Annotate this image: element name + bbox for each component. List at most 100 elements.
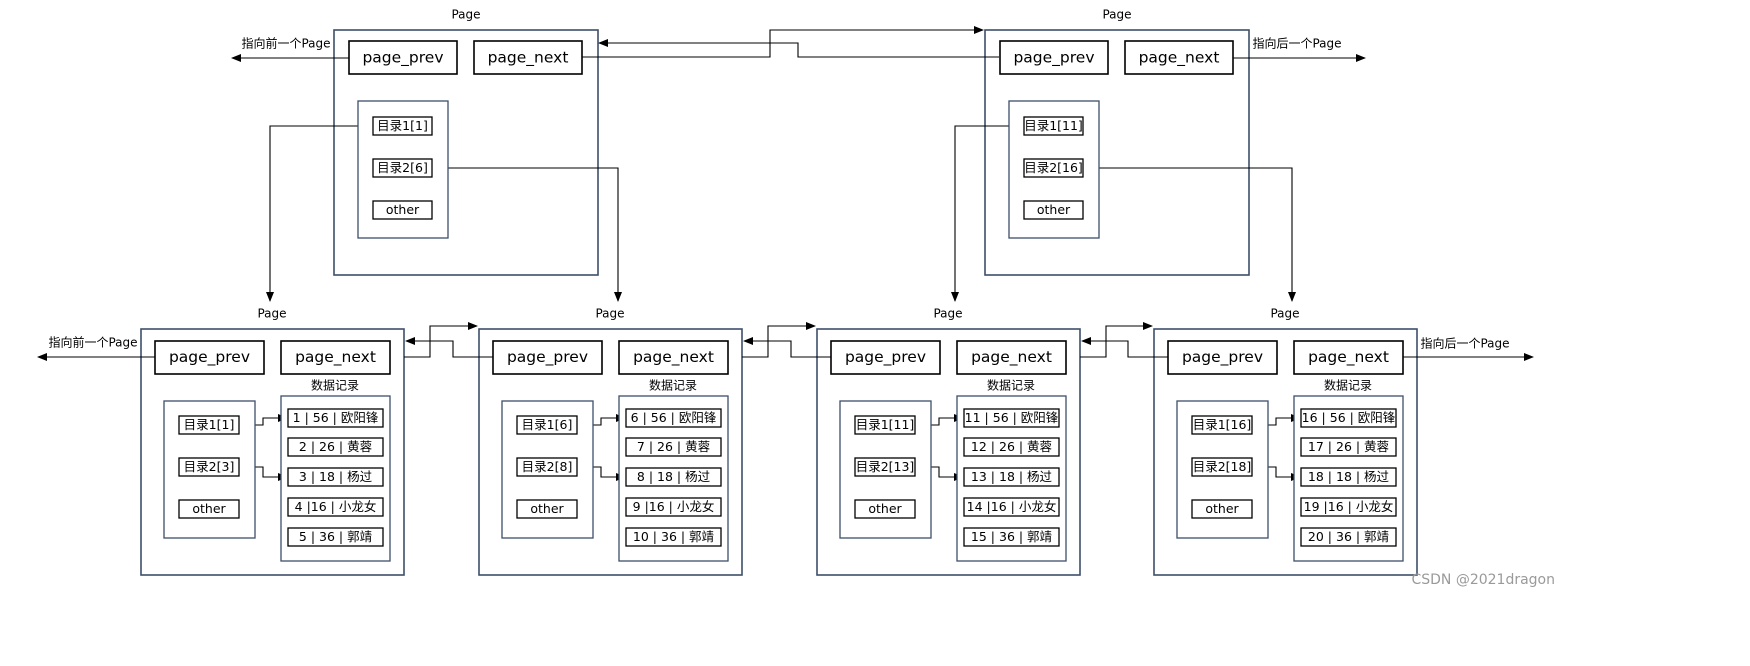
record-label-1-1: 1 | 56 | 欧阳锋 <box>293 410 379 425</box>
top-page-next-label-1: page_next <box>488 49 569 68</box>
leaf1-prev-pointer-label: 指向前一个Page <box>48 335 137 350</box>
leaf-dir-box-2-3 <box>516 499 578 519</box>
top1-dir2-to-leaf2 <box>432 167 622 302</box>
leaf-dir-box-3-2 <box>854 457 916 477</box>
leaf-page-title-3: Page <box>933 307 962 321</box>
leaf-dir-box-1-2 <box>178 457 240 477</box>
watermark-text: CSDN @2021dragon <box>1411 572 1555 588</box>
top-dir-box-1-2 <box>372 158 433 178</box>
leaf-page-prev-field-1 <box>154 340 265 375</box>
record-box-1-4 <box>287 497 384 517</box>
record-box-4-3 <box>1300 467 1397 487</box>
record-label-1-2: 2 | 26 | 黄蓉 <box>299 439 373 454</box>
record-box-3-4 <box>963 497 1060 517</box>
leaf-page-next-label-2: page_next <box>633 348 714 367</box>
top-page-title-1: Page <box>451 8 480 22</box>
leaf-dir-label-2-1: 目录1[6] <box>522 417 573 432</box>
leaf-records-caption-3: 数据记录 <box>987 378 1035 393</box>
leaf-dir-box-3-1 <box>854 415 916 435</box>
record-box-3-3 <box>963 467 1060 487</box>
record-label-2-3: 8 | 18 | 杨过 <box>637 469 711 484</box>
top-dir-label-2-1: 目录1[11] <box>1024 118 1083 133</box>
record-box-2-1 <box>625 408 722 428</box>
record-label-2-5: 10 | 36 | 郭靖 <box>633 529 714 544</box>
leaf-page-next-label-3: page_next <box>971 348 1052 367</box>
top-dir-label-1-2: 目录2[6] <box>377 160 428 175</box>
leaf-records-caption-1: 数据记录 <box>311 378 359 393</box>
top-page-prev-field-2 <box>999 40 1109 75</box>
record-box-4-4 <box>1300 497 1397 517</box>
leaf-dir-box-4-1 <box>1191 415 1253 435</box>
record-label-3-1: 11 | 56 | 欧阳锋 <box>965 410 1059 425</box>
record-label-4-5: 20 | 36 | 郭靖 <box>1308 529 1389 544</box>
leaf-prev-link-2 <box>743 337 831 358</box>
top-dir-box-2-1 <box>1023 116 1084 136</box>
top-page-next-field-1 <box>473 40 583 75</box>
top-page-next-field-2 <box>1124 40 1234 75</box>
leaf-page-prev-label-1: page_prev <box>169 348 250 367</box>
record-box-2-4 <box>625 497 722 517</box>
leaf-dir-box-1-1 <box>178 415 240 435</box>
top-dir-label-1-1: 目录1[1] <box>377 118 428 133</box>
leaf4-next-pointer-label: 指向后一个Page <box>1420 336 1509 351</box>
top1-prev-pointer-label: 指向前一个Page <box>241 36 330 51</box>
leaf-dir-label-3-3: other <box>868 501 902 516</box>
leaf-page-prev-label-3: page_prev <box>845 348 926 367</box>
leaf-dir-label-1-3: other <box>192 501 226 516</box>
leaf-dir-label-4-1: 目录1[16] <box>1193 417 1252 432</box>
record-box-2-3 <box>625 467 722 487</box>
top2-dir1-to-leaf3 <box>951 125 1024 302</box>
leaf-dir-label-3-2: 目录2[13] <box>856 459 915 474</box>
leaf-page-prev-label-4: page_prev <box>1182 348 1263 367</box>
leaf-dir-label-1-1: 目录1[1] <box>184 417 235 432</box>
leaf-dir-box-3-3 <box>854 499 916 519</box>
leaf-dir-label-1-2: 目录2[3] <box>184 459 235 474</box>
leaf-records-caption-2: 数据记录 <box>649 378 697 393</box>
leaf-page-prev-field-4 <box>1167 340 1278 375</box>
top2-next-pointer-label: 指向后一个Page <box>1252 36 1341 51</box>
top-dir-label-2-2: 目录2[16] <box>1024 160 1083 175</box>
record-label-1-5: 5 | 36 | 郭靖 <box>299 529 372 544</box>
leaf-dir-label-2-2: 目录2[8] <box>522 459 573 474</box>
record-label-4-4: 19 |16 | 小龙女 <box>1304 499 1394 514</box>
leaf-records-caption-4: 数据记录 <box>1324 378 1372 393</box>
leaf-page-next-field-4 <box>1293 340 1404 375</box>
leaf-page-title-4: Page <box>1270 307 1299 321</box>
leaf-page-title-2: Page <box>595 307 624 321</box>
leaf-page-next-label-4: page_next <box>1308 348 1389 367</box>
top-page-next-label-2: page_next <box>1139 49 1220 68</box>
leaf-page-prev-field-2 <box>492 340 603 375</box>
top-dir-box-1-1 <box>372 116 433 136</box>
leaf-dir-label-2-3: other <box>530 501 564 516</box>
leaf-page-next-label-1: page_next <box>295 348 376 367</box>
record-label-4-1: 16 | 56 | 欧阳锋 <box>1302 410 1396 425</box>
leaf-prev-link-1 <box>405 337 493 358</box>
record-label-4-3: 18 | 18 | 杨过 <box>1308 469 1390 484</box>
leaf-page-prev-label-2: page_prev <box>507 348 588 367</box>
top-dir-box-2-2 <box>1023 158 1084 178</box>
record-box-4-1 <box>1300 408 1397 428</box>
top-dir-label-2-3: other <box>1037 202 1071 217</box>
record-box-2-5 <box>625 527 722 547</box>
leaf-page-prev-field-3 <box>830 340 941 375</box>
leaf-dir-label-4-2: 目录2[18] <box>1193 459 1252 474</box>
top-page-prev-label-2: page_prev <box>1013 49 1094 68</box>
record-label-1-4: 4 |16 | 小龙女 <box>295 499 377 514</box>
top-dir-label-1-3: other <box>386 202 420 217</box>
leaf-page-next-field-3 <box>956 340 1067 375</box>
top2-prev-to-top1 <box>598 39 999 58</box>
top-page-title-2: Page <box>1102 8 1131 22</box>
record-box-3-1 <box>963 408 1060 428</box>
leaf-prev-link-3 <box>1081 337 1168 358</box>
record-box-1-1 <box>287 408 384 428</box>
leaf-page-title-1: Page <box>257 307 286 321</box>
record-label-3-5: 15 | 36 | 郭靖 <box>971 529 1052 544</box>
record-label-3-3: 13 | 18 | 杨过 <box>971 469 1053 484</box>
leaf-dir-box-4-2 <box>1191 457 1253 477</box>
record-box-2-2 <box>625 437 722 457</box>
top1-dir1-to-leaf1 <box>266 125 373 302</box>
top-page-prev-label-1: page_prev <box>362 49 443 68</box>
top-dir-box-1-3 <box>372 200 433 220</box>
record-box-3-5 <box>963 527 1060 547</box>
record-label-2-4: 9 |16 | 小龙女 <box>633 499 715 514</box>
